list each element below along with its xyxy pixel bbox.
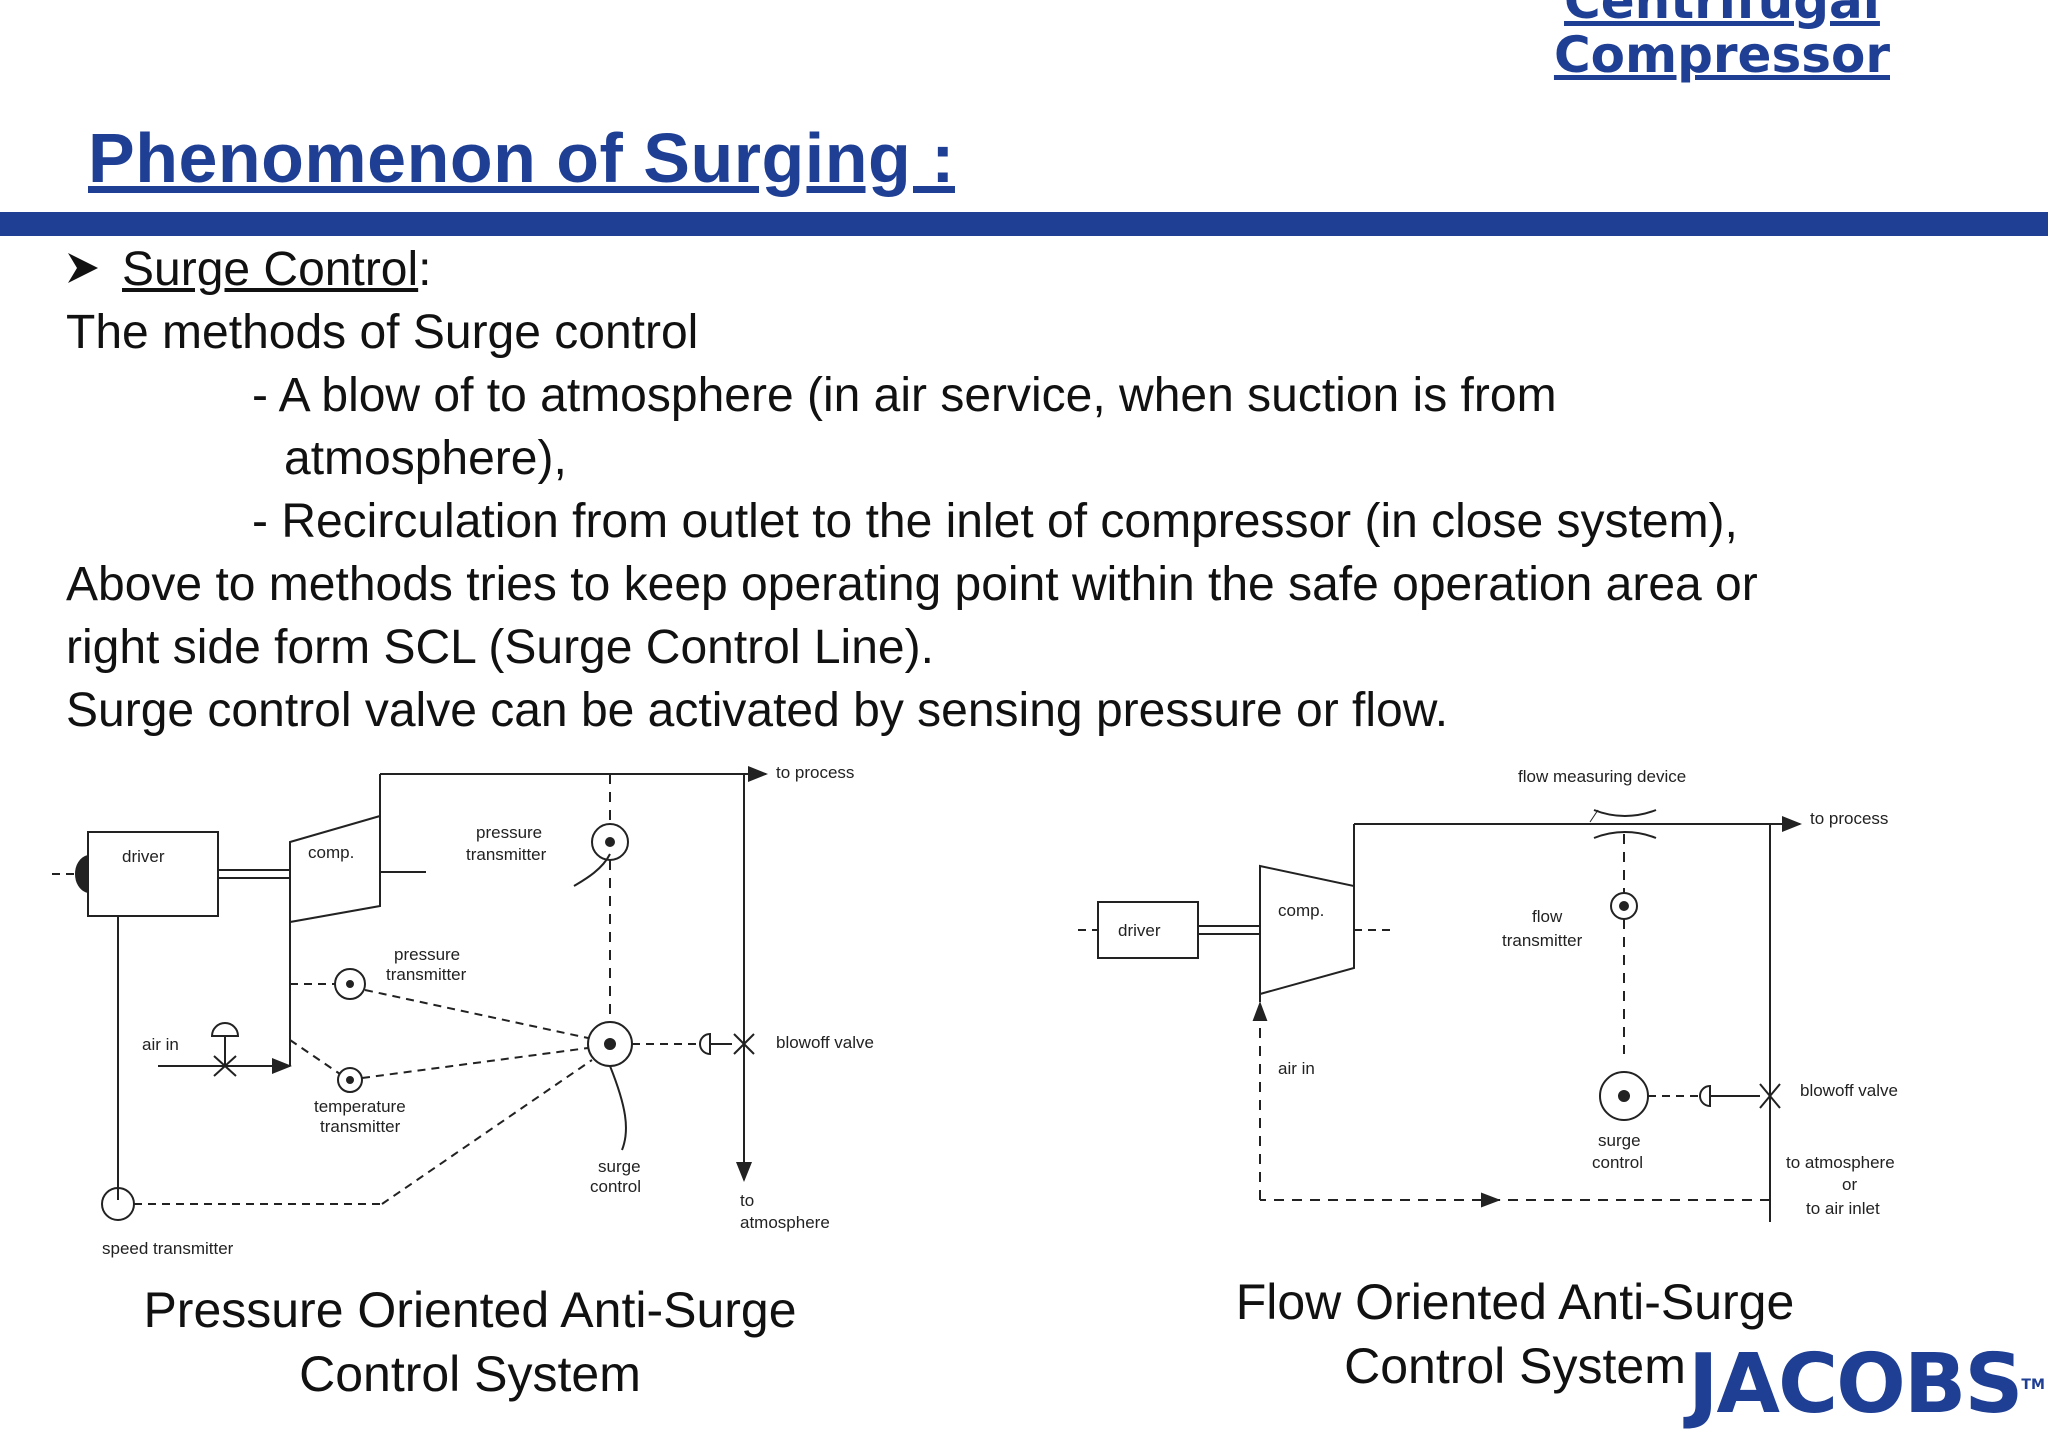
bullet-label: Surge Control: [122, 243, 419, 296]
right-driver-label: driver: [1118, 921, 1161, 940]
left-surge-control-1: surge: [598, 1157, 641, 1176]
left-temperature-transmitter-1: temperature: [314, 1097, 406, 1116]
right-surge-control-2: control: [1592, 1153, 1643, 1172]
left-caption-line-1: Pressure Oriented Anti-Surge: [143, 1282, 797, 1338]
left-blowoff-valve-label: blowoff valve: [776, 1033, 874, 1052]
right-flow-measuring-device-label: flow measuring device: [1518, 767, 1686, 786]
left-surge-control-2: control: [590, 1177, 641, 1196]
slide-title: Phenomenon of Surging :: [88, 119, 955, 197]
right-flow-transmitter-2: transmitter: [1502, 931, 1583, 950]
title-divider: [0, 212, 2048, 236]
left-to-atmosphere-2: atmosphere: [740, 1213, 830, 1232]
right-blowoff-valve-label: blowoff valve: [1800, 1081, 1898, 1100]
left-to-atmosphere-1: to: [740, 1191, 754, 1210]
left-pressure-transmitter-mid-2: transmitter: [386, 965, 467, 984]
right-to-process-label: to process: [1810, 809, 1888, 828]
left-to-process-label: to process: [776, 763, 854, 782]
corner-title: Centrifugal Compressor: [1554, 0, 1890, 82]
left-pressure-transmitter-top-2: transmitter: [466, 845, 547, 864]
jacobs-logo: JACOBSTM: [1688, 1340, 2045, 1430]
right-caption-line-1: Flow Oriented Anti-Surge: [1235, 1274, 1795, 1330]
right-comp-label: comp.: [1278, 901, 1324, 920]
left-temperature-transmitter-2: transmitter: [320, 1117, 401, 1136]
right-caption: Flow Oriented Anti-Surge Control System: [1160, 1270, 1870, 1398]
corner-title-line2: Compressor: [1553, 26, 1890, 84]
bullet-heading: Surge Control:: [66, 238, 2026, 301]
right-to-atmosphere-3: to air inlet: [1806, 1199, 1880, 1218]
left-air-in-label: air in: [142, 1035, 179, 1054]
logo-trademark: TM: [2021, 1377, 2045, 1393]
method-1-line-1: - A blow of to atmosphere (in air servic…: [252, 369, 1557, 422]
left-speed-transmitter-label: speed transmitter: [102, 1239, 234, 1258]
pressure-oriented-diagram: driver comp. to process pressure transmi…: [46, 760, 886, 1265]
left-caption: Pressure Oriented Anti-Surge Control Sys…: [100, 1278, 840, 1406]
paragraph-1-line-2: right side form SCL (Surge Control Line)…: [66, 621, 934, 674]
slide-body: Surge Control: The methods of Surge cont…: [66, 238, 2026, 742]
flow-oriented-diagram: flow measuring device to process driver …: [1070, 762, 2030, 1237]
right-caption-line-2: Control System: [1344, 1338, 1686, 1394]
paragraph-1-line-1: Above to methods tries to keep operating…: [66, 558, 1758, 611]
left-caption-line-2: Control System: [299, 1346, 641, 1402]
right-to-atmosphere-2: or: [1842, 1175, 1857, 1194]
method-2: - Recirculation from outlet to the inlet…: [252, 495, 1738, 548]
arrow-bullet-icon: [66, 238, 100, 301]
paragraph-2: Surge control valve can be activated by …: [66, 684, 1449, 737]
left-driver-label: driver: [122, 847, 165, 866]
method-1-line-2: atmosphere),: [284, 432, 567, 485]
corner-title-line1: Centrifugal: [1564, 0, 1880, 30]
left-pressure-transmitter-top-1: pressure: [476, 823, 542, 842]
right-surge-control-1: surge: [1598, 1131, 1641, 1150]
logo-text: JACOBS: [1688, 1337, 2023, 1432]
bullet-suffix: :: [418, 243, 432, 296]
left-comp-label: comp.: [308, 843, 354, 862]
left-pressure-transmitter-mid-1: pressure: [394, 945, 460, 964]
intro-text: The methods of Surge control: [66, 306, 699, 359]
right-flow-transmitter-1: flow: [1532, 907, 1563, 926]
right-air-in-label: air in: [1278, 1059, 1315, 1078]
right-to-atmosphere-1: to atmosphere: [1786, 1153, 1895, 1172]
